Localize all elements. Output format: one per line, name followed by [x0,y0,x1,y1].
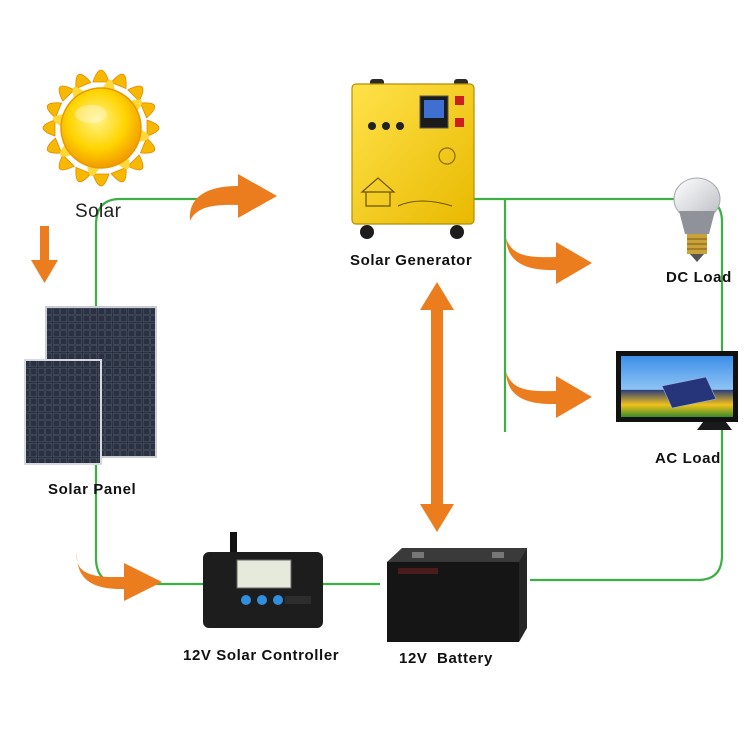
arrow-panel-to-controller [76,552,162,601]
battery-icon [387,548,527,642]
solar-controller-label: 12V Solar Controller [183,647,340,664]
solar-generator-label: Solar Generator [350,252,473,269]
light-bulb-icon [673,177,721,262]
arrow-panel-to-generator [189,174,277,221]
generator-icon [351,79,475,239]
sun-icon [42,69,160,187]
ac-load-label: AC Load [655,450,721,467]
arrow-generator-battery-bidirectional [420,282,454,532]
arrow-generator-to-ac-load [506,372,592,418]
arrow-solar-to-panel [31,226,58,283]
solar-panel-label: Solar Panel [48,481,137,498]
solar-label: Solar [75,201,122,222]
flow-arrows [31,174,592,601]
television-icon [616,351,738,430]
dc-load-label: DC Load [666,269,732,286]
battery-label: 12V Battery [399,650,493,667]
solar-panel-icon [24,306,157,465]
charge-controller-icon [203,532,323,628]
arrow-generator-to-dc-load [506,238,592,284]
